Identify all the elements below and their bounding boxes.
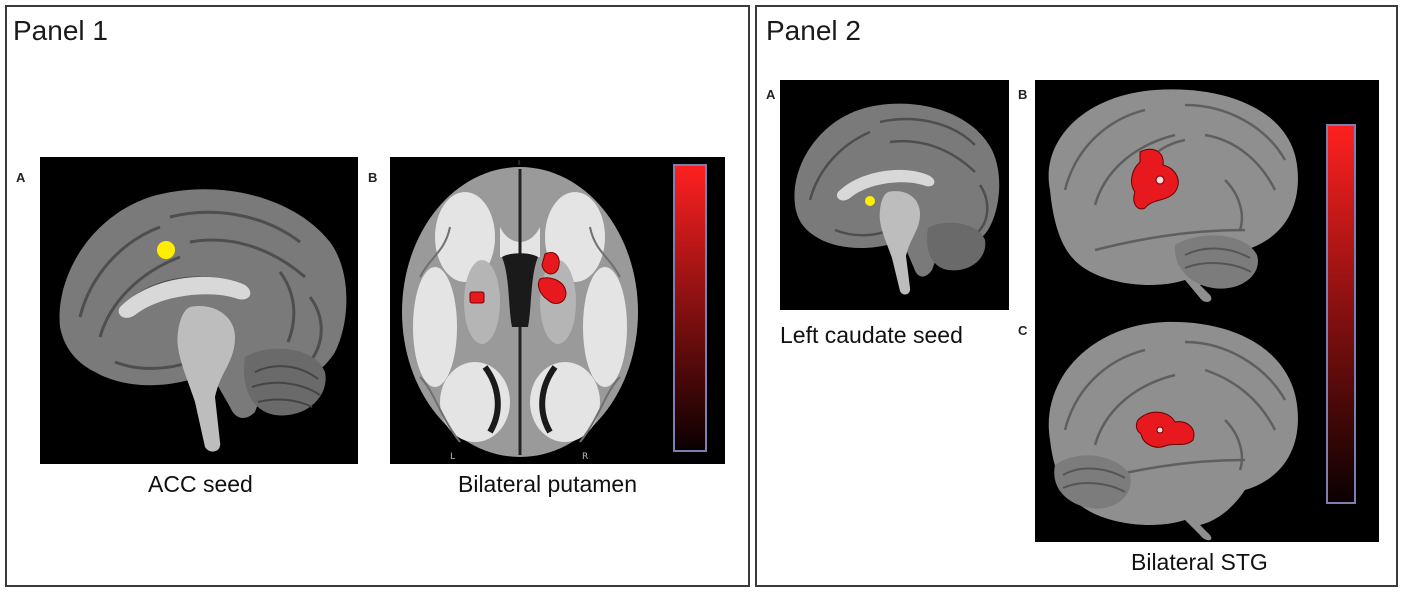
panel-1: Panel 1 A [5, 5, 750, 587]
right-marker: R [582, 452, 588, 462]
panel-2-fig-b-letter: B [1018, 87, 1028, 102]
panel-2-fig-c-letter: C [1018, 323, 1028, 338]
panel-1-fig-a-letter: A [16, 170, 26, 185]
bilateral-stg-caption: Bilateral STG [1131, 549, 1268, 575]
left-caudate-seed-caption: Left caudate seed [780, 322, 963, 348]
sagittal-brain-caudate [780, 80, 1009, 310]
color-scale-bar [673, 164, 707, 452]
color-scale-bar-stg [1326, 124, 1356, 504]
putamen-cluster-right-lower [537, 277, 567, 304]
left-caudate-seed-image [780, 80, 1009, 310]
acc-seed-image [40, 157, 358, 464]
putamen-cluster-left [469, 291, 485, 304]
panel-1-title: Panel 1 [13, 15, 108, 46]
surface-brain-c [1048, 321, 1298, 541]
bilateral-stg-image [1035, 80, 1379, 542]
panel-2-title: Panel 2 [766, 15, 861, 46]
bilateral-putamen-image: I L R [390, 157, 725, 464]
bilateral-putamen-caption: Bilateral putamen [458, 471, 637, 497]
acc-seed-caption: ACC seed [148, 471, 253, 497]
left-marker: L [450, 452, 455, 462]
surface-brain-b [1048, 89, 1298, 302]
stg-cluster-b [1131, 148, 1179, 210]
putamen-cluster-right-upper [541, 252, 560, 275]
caudate-seed-marker [865, 196, 875, 206]
acc-seed-marker [157, 241, 175, 259]
panel-2: Panel 2 A Left caudate seed B C [755, 5, 1398, 587]
axial-brain-putamen: I L R [390, 157, 725, 464]
panel-2-fig-a-letter: A [766, 87, 776, 102]
sagittal-brain-acc [40, 157, 358, 464]
stg-cluster-c [1135, 411, 1195, 448]
svg-text:I: I [518, 159, 520, 167]
surface-brains-stg [1035, 80, 1379, 542]
panel-1-fig-b-letter: B [368, 170, 378, 185]
